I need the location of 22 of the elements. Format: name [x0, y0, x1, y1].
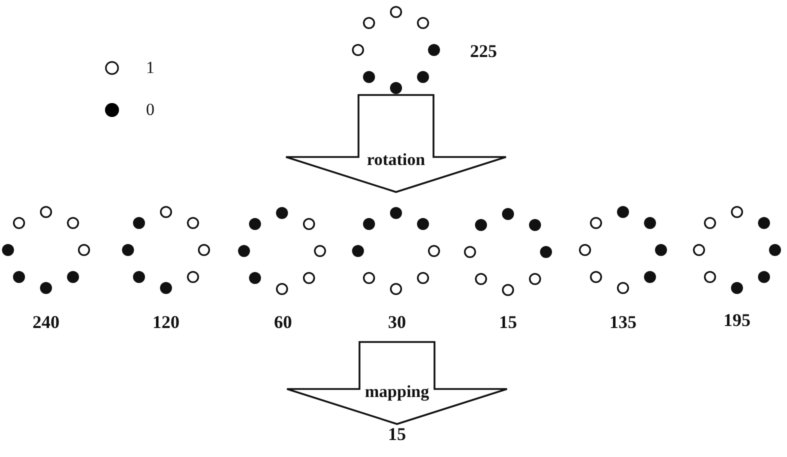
value-label: 195 — [724, 310, 750, 330]
edge-label: mapping — [364, 383, 430, 401]
value-label: 60 — [274, 312, 292, 332]
dot-ring — [578, 205, 668, 295]
result-value: 15 — [388, 424, 406, 444]
legend-label: 1 — [146, 58, 154, 78]
dot-ring — [463, 207, 553, 297]
value-label: 240 — [32, 312, 60, 332]
dot-ring — [692, 205, 782, 295]
dot-ring — [1, 205, 91, 295]
dot-ring — [351, 5, 441, 95]
dot-ring — [121, 205, 211, 295]
dot-ring — [237, 206, 327, 296]
block-arrow — [285, 94, 507, 193]
value-label: 135 — [610, 312, 636, 332]
block-arrow — [286, 341, 508, 425]
dot-ring — [351, 206, 441, 296]
legend-label: 0 — [146, 100, 154, 120]
value-label: 30 — [388, 312, 406, 332]
value-label: 120 — [152, 312, 180, 332]
value-label: 225 — [470, 41, 497, 61]
value-label: 15 — [499, 312, 517, 332]
